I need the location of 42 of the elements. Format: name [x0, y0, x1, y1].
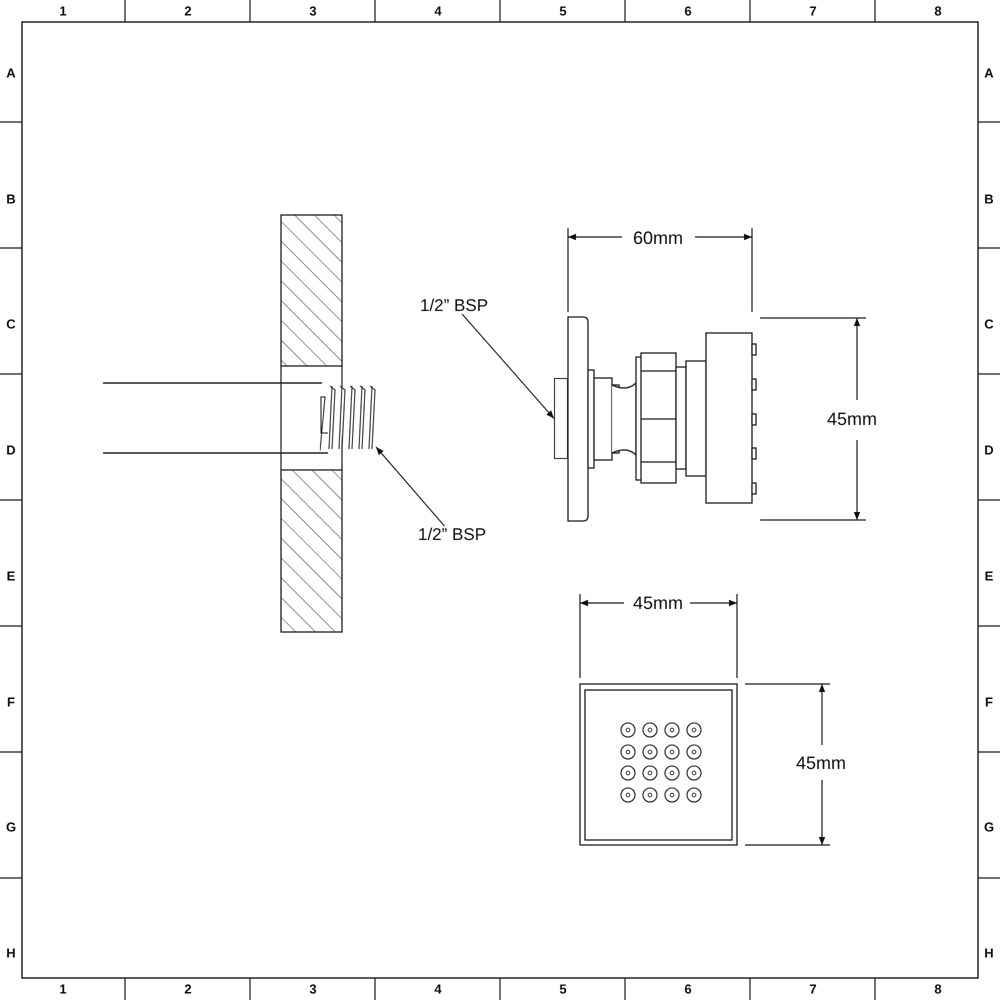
- grid-row-letter: C: [6, 318, 16, 331]
- grid-row-letter: E: [6, 569, 16, 582]
- leader-line: [376, 446, 445, 526]
- grid-row-letter: B: [6, 192, 16, 206]
- grid-column-number: 1: [59, 4, 67, 18]
- grid-column-number: 1: [59, 982, 67, 996]
- grid-column-number: 2: [184, 982, 192, 996]
- grid-column-number: 4: [434, 982, 442, 996]
- grid-row-letter: G: [6, 820, 16, 834]
- pipe-thread: [320, 385, 376, 451]
- grid-row-letter: G: [984, 820, 994, 834]
- dimension-label: 45mm: [827, 410, 877, 428]
- grid-row-letter: E: [984, 569, 994, 582]
- grid-column-number: 5: [559, 4, 567, 18]
- callout-label: 1/2” BSP: [420, 297, 488, 314]
- grid-column-number: 5: [559, 982, 567, 996]
- grid-row-letter: D: [6, 444, 16, 457]
- grid-row-letter: H: [6, 946, 16, 960]
- dimension-label: 60mm: [633, 229, 683, 247]
- grid-column-number: 3: [309, 982, 317, 996]
- grid-column-number: 3: [309, 4, 317, 18]
- grid-row-letter: C: [984, 318, 994, 331]
- grid-column-number: 4: [434, 4, 442, 18]
- grid-row-letter: A: [6, 66, 16, 80]
- grid-column-number: 6: [684, 982, 692, 996]
- leader-line: [462, 314, 554, 419]
- grid-row-letter: A: [984, 66, 994, 80]
- callout-label: 1/2” BSP: [418, 526, 486, 543]
- grid-row-letter: F: [7, 695, 15, 708]
- grid-row-letter: B: [984, 192, 994, 206]
- grid-row-letter: H: [984, 946, 994, 960]
- grid-column-number: 7: [809, 4, 817, 18]
- grid-column-number: 2: [184, 4, 192, 18]
- inlet-thread: [554, 378, 568, 459]
- dimension-label: 45mm: [633, 594, 683, 612]
- grid-row-letter: D: [984, 444, 994, 457]
- grid-column-number: 7: [809, 982, 817, 996]
- grid-column-number: 8: [934, 4, 942, 18]
- grid-column-number: 6: [684, 4, 692, 18]
- dimension-label: 45mm: [796, 754, 846, 772]
- grid-row-letter: F: [985, 695, 993, 708]
- grid-column-number: 8: [934, 982, 942, 996]
